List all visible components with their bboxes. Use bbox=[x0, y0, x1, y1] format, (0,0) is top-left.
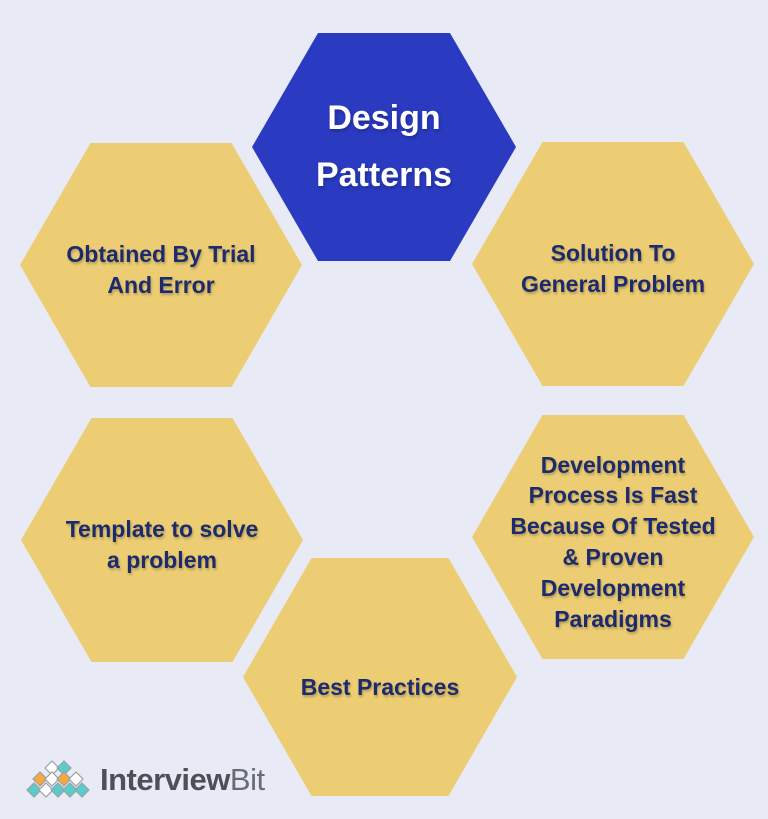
hexagon-label: Development Process Is Fast Because Of T… bbox=[510, 451, 716, 632]
hexagon-label: Best Practices bbox=[300, 673, 460, 700]
hexagon-solution-to-general-problem: Solution To General Problem bbox=[472, 142, 754, 386]
hexagon-design-patterns: Design Patterns bbox=[252, 33, 516, 261]
wordmark-bit: Bit bbox=[229, 762, 265, 797]
interviewbit-logo: InterviewBit bbox=[26, 750, 265, 810]
interviewbit-pyramid-icon bbox=[26, 760, 90, 798]
hexagon-best-practices: Best Practices bbox=[243, 558, 517, 796]
hexagon-label: Solution To General Problem bbox=[520, 240, 706, 297]
hexagon-development-process-fast: Development Process Is Fast Because Of T… bbox=[472, 415, 754, 659]
hexagon-template-to-solve-a-problem: Template to solve a problem bbox=[21, 418, 303, 662]
diamond-mosaic bbox=[26, 760, 90, 798]
hexagon-label: Obtained By Trial And Error bbox=[66, 241, 256, 298]
wordmark-interview: Interview bbox=[100, 762, 230, 797]
hexagon-obtained-by-trial-and-error: Obtained By Trial And Error bbox=[20, 143, 302, 387]
hexagon-label: Template to solve a problem bbox=[65, 516, 259, 573]
interviewbit-wordmark: InterviewBit bbox=[100, 762, 265, 798]
design-patterns-title: Design Patterns bbox=[315, 98, 453, 194]
